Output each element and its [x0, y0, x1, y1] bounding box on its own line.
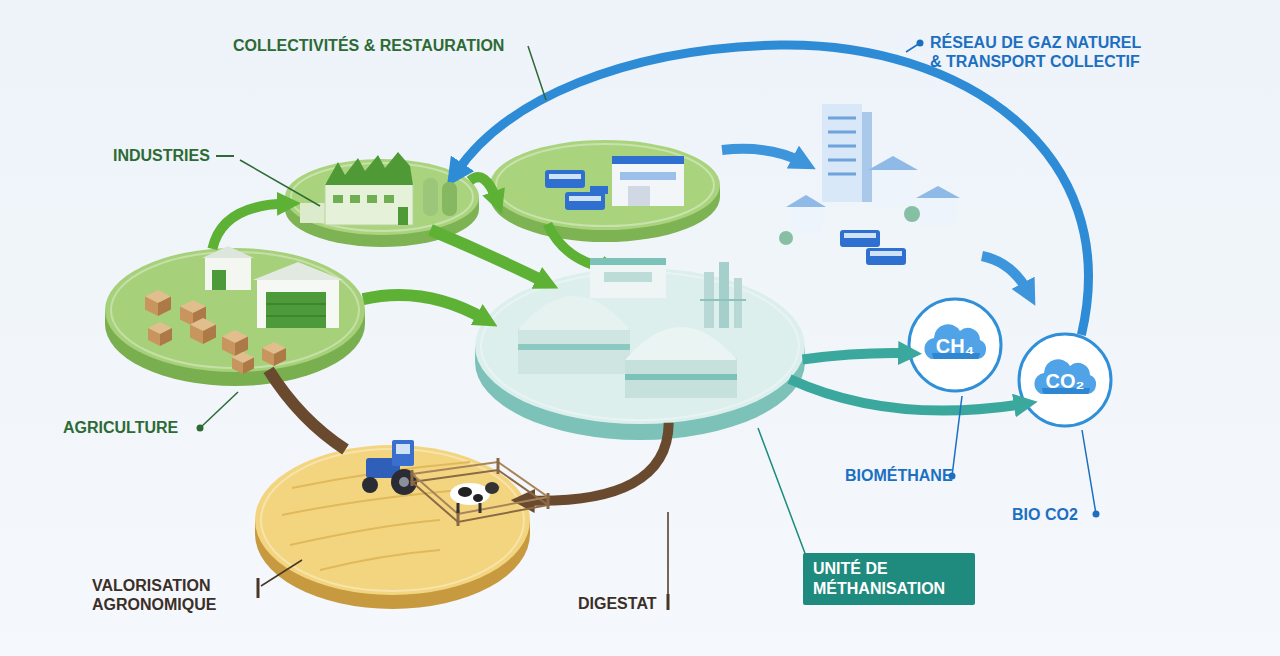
platform-agriculture	[105, 248, 365, 386]
node-label: COLLECTIVITÉS & RESTAURATION	[233, 36, 533, 55]
platform-top	[255, 445, 530, 595]
edge-label: RÉSEAU DE GAZ NATUREL & TRANSPORT COLLEC…	[930, 33, 1150, 71]
flow-arrow	[722, 149, 1028, 292]
city-illustration	[786, 195, 826, 207]
platform-highlight	[261, 449, 524, 591]
leader-line	[917, 40, 924, 47]
node-label: BIOMÉTHANE	[845, 466, 949, 485]
node-label: INDUSTRIES	[113, 146, 213, 165]
city-illustration	[844, 233, 876, 238]
city-illustration	[870, 251, 902, 256]
platform-field: VALORISATION AGRONOMIQUE	[255, 445, 530, 609]
leader-line	[758, 428, 806, 556]
city-illustration	[862, 112, 872, 202]
leader-line	[667, 512, 669, 594]
leader-line	[200, 392, 238, 428]
flow-arrow	[722, 149, 802, 162]
field-illustration	[547, 493, 550, 509]
flow-connector	[212, 204, 286, 249]
city-illustration	[779, 104, 960, 265]
platform-collectivites	[490, 140, 720, 242]
flow-arrow	[982, 256, 1028, 292]
title-box: UNITÉ DE MÉTHANISATION	[803, 553, 975, 605]
leader-line	[216, 155, 234, 157]
city-illustration	[779, 231, 793, 245]
city-illustration	[828, 173, 856, 176]
gas-circle: CH₄BIOMÉTHANE	[907, 297, 1003, 393]
digester-illustration	[590, 258, 666, 265]
leader-line	[197, 425, 204, 432]
gas-circle: CO₂BIO CO2	[1017, 332, 1113, 428]
leader-line	[952, 396, 962, 476]
platform-methanisation	[475, 268, 805, 440]
flow-connector	[803, 353, 908, 359]
platform-top	[475, 268, 805, 424]
city-illustration	[790, 205, 822, 233]
platform-highlight	[111, 252, 359, 368]
leader-line	[257, 578, 260, 598]
platform-collectivites: COLLECTIVITÉS & RESTAURATION	[490, 140, 720, 242]
platform-field	[255, 445, 530, 609]
city-illustration	[872, 168, 914, 206]
city-illustration	[828, 145, 856, 148]
node-label: BIO CO2	[1012, 505, 1092, 524]
leader-line	[949, 473, 956, 480]
platform-top	[490, 140, 720, 230]
city-illustration	[840, 230, 880, 247]
flow-connector	[269, 370, 346, 450]
leader-line	[906, 43, 920, 52]
city-illustration	[916, 186, 960, 198]
platform-methanisation: UNITÉ DE MÉTHANISATION	[475, 268, 805, 440]
flow-connector	[790, 379, 1024, 411]
city-illustration	[866, 248, 906, 265]
platform-top	[105, 248, 365, 372]
city-illustration	[868, 156, 918, 170]
platform-highlight	[291, 163, 473, 231]
city-illustration	[828, 131, 856, 134]
platform-agriculture: AGRICULTURE	[105, 248, 365, 386]
leader-line	[1093, 511, 1100, 518]
city-illustration	[822, 104, 862, 202]
city-illustration	[904, 206, 920, 222]
platform-highlight	[496, 144, 714, 226]
city-illustration	[920, 196, 956, 226]
node-label: VALORISATION AGRONOMIQUE	[92, 576, 242, 614]
formula-text: CH₄	[907, 335, 1003, 357]
edge-label: DIGESTAT	[578, 594, 668, 613]
city-illustration	[828, 159, 856, 162]
leader-line	[528, 46, 546, 100]
city-illustration	[828, 117, 856, 120]
platform-top	[285, 159, 479, 235]
node-label: AGRICULTURE	[63, 418, 193, 437]
leader-line	[667, 594, 670, 610]
formula-text: CO₂	[1017, 370, 1113, 392]
platform-highlight	[481, 272, 799, 420]
flow-connector	[363, 295, 485, 319]
flow-connector	[431, 230, 546, 282]
leader-line	[1082, 430, 1096, 514]
